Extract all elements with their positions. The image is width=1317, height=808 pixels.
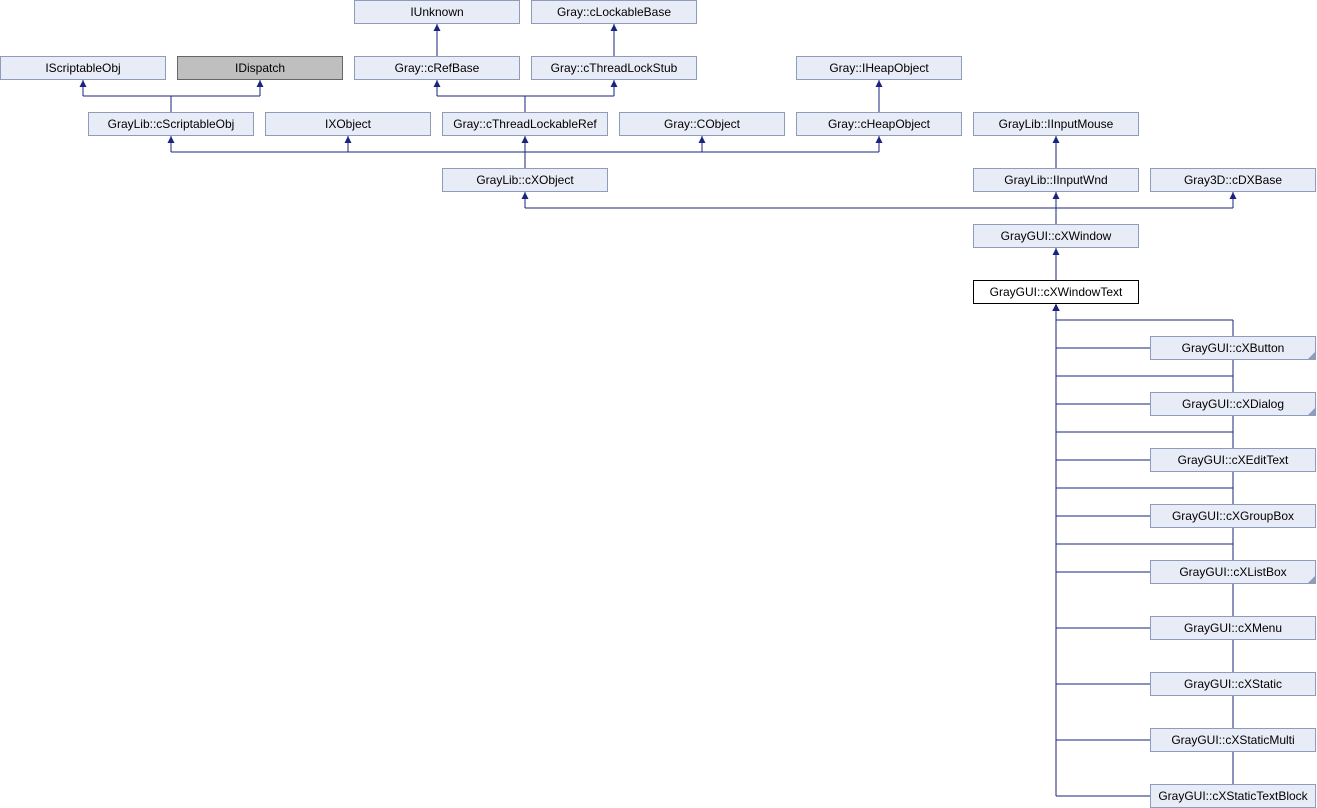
node-graygui-cxwindowtext: GrayGUI::cXWindowText xyxy=(973,280,1139,304)
edge-arrow xyxy=(1052,192,1060,199)
edge-arrow xyxy=(433,24,441,31)
node-gray-cobject[interactable]: Gray::CObject xyxy=(619,112,785,136)
node-graygui-cxmenu[interactable]: GrayGUI::cXMenu xyxy=(1150,616,1316,640)
edge-arrow xyxy=(610,80,618,87)
edge-arrow xyxy=(1229,192,1237,199)
edge-arrow xyxy=(1052,248,1060,255)
edge-arrow xyxy=(698,136,706,143)
node-graylib-iinputwnd[interactable]: GrayLib::IInputWnd xyxy=(973,168,1139,192)
node-graygui-cxstatic[interactable]: GrayGUI::cXStatic xyxy=(1150,672,1316,696)
node-graylib-cscriptableobj[interactable]: GrayLib::cScriptableObj xyxy=(88,112,254,136)
node-graygui-cxwindow[interactable]: GrayGUI::cXWindow xyxy=(973,224,1139,248)
node-gray-cthreadlockstub[interactable]: Gray::cThreadLockStub xyxy=(531,56,697,80)
node-graygui-cxlistbox[interactable]: GrayGUI::cXListBox xyxy=(1150,560,1316,584)
edge-arrow xyxy=(1052,136,1060,143)
node-gray-iheapobject[interactable]: Gray::IHeapObject xyxy=(796,56,962,80)
node-gray-cheapobject[interactable]: Gray::cHeapObject xyxy=(796,112,962,136)
edge-arrow xyxy=(167,136,175,143)
edge-arrow xyxy=(344,136,352,143)
node-graygui-cxstatictextblock[interactable]: GrayGUI::cXStaticTextBlock xyxy=(1150,784,1316,808)
edge-arrow xyxy=(521,136,529,143)
edge-arrow xyxy=(1052,304,1060,311)
edge-arrow xyxy=(79,80,87,87)
edge-arrow xyxy=(433,80,441,87)
edge-arrow xyxy=(521,192,529,199)
node-idispatch: IDispatch xyxy=(177,56,343,80)
node-gray-crefbase[interactable]: Gray::cRefBase xyxy=(354,56,520,80)
node-graygui-cxdialog[interactable]: GrayGUI::cXDialog xyxy=(1150,392,1316,416)
node-gray3d-cdxbase[interactable]: Gray3D::cDXBase xyxy=(1150,168,1316,192)
edge-arrow xyxy=(610,24,618,31)
node-graygui-cxedittext[interactable]: GrayGUI::cXEditText xyxy=(1150,448,1316,472)
node-iscriptableobj[interactable]: IScriptableObj xyxy=(0,56,166,80)
edge-arrow xyxy=(875,136,883,143)
node-graygui-cxgroupbox[interactable]: GrayGUI::cXGroupBox xyxy=(1150,504,1316,528)
node-graylib-iinputmouse[interactable]: GrayLib::IInputMouse xyxy=(973,112,1139,136)
node-ixobject[interactable]: IXObject xyxy=(265,112,431,136)
node-graygui-cxstaticmulti[interactable]: GrayGUI::cXStaticMulti xyxy=(1150,728,1316,752)
node-graygui-cxbutton[interactable]: GrayGUI::cXButton xyxy=(1150,336,1316,360)
edge-arrow xyxy=(256,80,264,87)
node-gray-cthreadlockableref[interactable]: Gray::cThreadLockableRef xyxy=(442,112,608,136)
edge-arrow xyxy=(875,80,883,87)
node-iunknown[interactable]: IUnknown xyxy=(354,0,520,24)
node-gray-clockablebase[interactable]: Gray::cLockableBase xyxy=(531,0,697,24)
node-graylib-cxobject[interactable]: GrayLib::cXObject xyxy=(442,168,608,192)
